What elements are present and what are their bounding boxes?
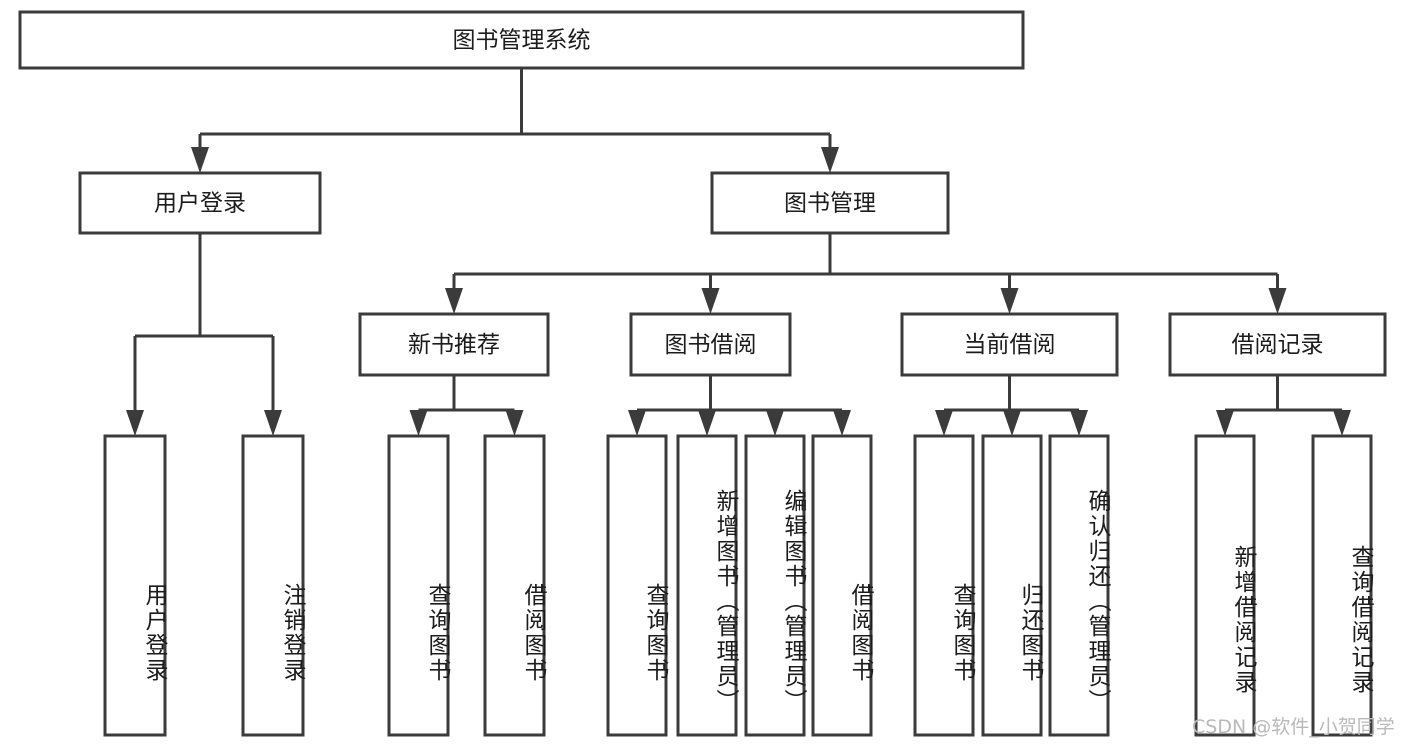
node-label-current-borrow: 当前借阅 [964,332,1056,358]
node-leaf-add-record[interactable] [1194,434,1256,737]
connectors-layer [126,68,1351,436]
node-box-leaf-query-book-3 [913,434,975,737]
arrow-head-leaf-new-book-rec-0 [409,410,428,436]
arrow-head-book-manage-1 [701,288,720,314]
node-leaf-query-record[interactable] [1311,434,1373,737]
node-label-user-login: 用户登录 [154,191,246,217]
node-leaf-query-book-3[interactable] [913,434,975,737]
node-book-manage[interactable]: 图书管理 [710,171,950,235]
node-box-borrow-record [1168,312,1387,377]
arrow-head-leaf-book-borrow-2 [766,410,784,436]
node-box-leaf-return-book [981,434,1043,737]
leaf-label-leaf-add-book: 新增图书（管理员） [712,488,738,714]
node-box-new-book-rec [358,312,550,377]
node-label-book-borrow: 图书借阅 [665,332,757,358]
arrow-head-leaf-current-borrow-1 [1003,410,1021,436]
arrow-head-book-manage-3 [1268,288,1287,314]
node-label-root: 图书管理系统 [453,28,591,54]
leaf-label-leaf-query-book-3: 查询图书 [949,582,975,683]
leaf-label-leaf-user-login: 用户登录 [141,582,167,683]
leaf-label-leaf-add-record: 新增借阅记录 [1230,545,1256,695]
arrow-head-leaf-user-login-1 [264,410,282,436]
node-box-leaf-add-book [676,434,738,737]
node-leaf-query-book-1[interactable] [387,434,450,737]
node-box-book-manage [710,171,950,235]
arrow-head-leaf-book-borrow-0 [628,410,646,436]
node-leaf-query-book-2[interactable] [606,434,668,737]
node-leaf-confirm-return[interactable] [1048,434,1110,737]
node-leaf-add-book[interactable] [676,434,738,737]
arrow-head-root-1 [821,147,839,173]
node-leaf-return-book[interactable] [981,434,1043,737]
leaf-label-leaf-borrow-book-1: 借阅图书 [520,582,546,683]
node-leaf-edit-book[interactable] [744,434,806,737]
node-borrow-record[interactable]: 借阅记录 [1168,312,1387,377]
node-box-leaf-query-book-2 [606,434,668,737]
node-box-leaf-add-record [1194,434,1256,737]
arrow-head-leaf-borrow-record-1 [1333,410,1351,436]
node-book-borrow[interactable]: 图书借阅 [629,312,792,377]
arrow-head-leaf-book-borrow-3 [833,410,851,436]
node-box-leaf-query-book-1 [387,434,450,737]
arrow-head-leaf-new-book-rec-1 [505,410,524,436]
node-box-leaf-user-login [103,434,167,737]
node-box-leaf-confirm-return [1048,434,1110,737]
node-root[interactable]: 图书管理系统 [18,10,1025,70]
node-current-borrow[interactable]: 当前借阅 [900,312,1119,377]
node-box-user-login [78,171,322,235]
leaf-label-leaf-query-book-1: 查询图书 [424,582,450,683]
arrow-head-book-manage-0 [445,288,463,314]
leaf-label-leaf-borrow-book-2: 借阅图书 [847,582,873,683]
node-user-login[interactable]: 用户登录 [78,171,322,235]
node-leaf-user-logout[interactable] [241,434,305,737]
leaf-label-leaf-query-book-2: 查询图书 [642,582,668,683]
node-box-leaf-edit-book [744,434,806,737]
node-box-leaf-user-logout [241,434,305,737]
node-box-leaf-query-record [1311,434,1373,737]
csdn-watermark: CSDN @软件_小贺同学 [1192,716,1395,738]
leaf-label-leaf-confirm-return: 确认归还（管理员） [1084,488,1110,714]
node-box-book-borrow [629,312,792,377]
arrow-head-leaf-borrow-record-0 [1216,410,1234,436]
node-box-leaf-borrow-book-2 [811,434,873,737]
node-leaf-borrow-book-1[interactable] [483,434,546,737]
arrow-head-leaf-current-borrow-2 [1070,410,1088,436]
node-leaf-borrow-book-2[interactable] [811,434,873,737]
node-leaf-user-login[interactable] [103,434,167,737]
node-box-root [18,10,1025,70]
arrow-head-leaf-current-borrow-0 [935,410,953,436]
leaf-label-leaf-edit-book: 编辑图书（管理员） [780,488,806,714]
leaf-label-leaf-return-book: 归还图书 [1017,582,1043,683]
leaf-label-leaf-query-record: 查询借阅记录 [1347,545,1373,695]
node-new-book-rec[interactable]: 新书推荐 [358,312,550,377]
node-box-current-borrow [900,312,1119,377]
node-label-book-manage: 图书管理 [784,191,876,217]
arrow-head-leaf-book-borrow-1 [698,410,716,436]
arrow-head-leaf-user-login-0 [126,410,144,436]
leaf-label-leaf-user-logout: 注销登录 [279,582,305,683]
node-label-new-book-rec: 新书推荐 [408,332,500,358]
arrow-head-book-manage-2 [1000,288,1019,314]
node-box-leaf-borrow-book-1 [483,434,546,737]
node-label-borrow-record: 借阅记录 [1232,332,1324,358]
arrow-head-root-0 [191,147,209,173]
